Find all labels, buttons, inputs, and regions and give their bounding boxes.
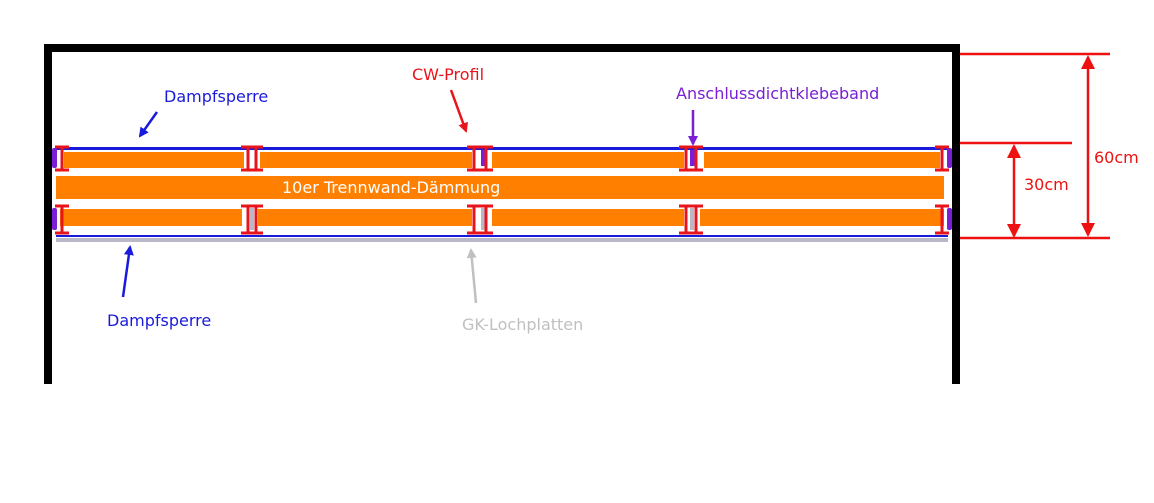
label-dampfsperre-top: Dampfsperre: [164, 87, 268, 106]
insulation-upper-1: [64, 152, 244, 168]
lower-layer: [56, 209, 948, 242]
cw-profile-lower-12: [467, 204, 481, 235]
insulation-lower-1: [60, 209, 242, 226]
wall-right: [952, 44, 960, 384]
label-dampfsperre-bottom: Dampfsperre: [107, 311, 211, 330]
cw-profile-upper-5: [479, 145, 493, 172]
label-dim-60: 60cm: [1094, 148, 1139, 167]
insulation-lower-4: [700, 209, 944, 226]
wall-frame: [44, 44, 960, 384]
gk-joint-3: [481, 208, 485, 230]
cw-profile-upper-1: [55, 145, 69, 172]
gk-joints: [250, 208, 694, 230]
cw-profile-lower-16: [935, 204, 949, 235]
arrow-dampfsperre-top: [138, 111, 159, 138]
tape-right-upper: [947, 148, 952, 168]
insulation-upper-3: [492, 152, 684, 168]
upper-layer: [56, 147, 948, 168]
arrow-cw-profil: [449, 89, 468, 133]
label-dim-30: 30cm: [1024, 175, 1069, 194]
insulation-lower-2: [258, 209, 472, 226]
insulation-middle: [56, 176, 944, 199]
insulation-upper-4: [704, 152, 940, 168]
cw-profile-lower-9: [55, 204, 69, 235]
arrow-dampfsperre-bottom: [121, 245, 134, 298]
label-cw-profil: CW-Profil: [412, 65, 484, 84]
insulation-lower-3: [492, 209, 684, 226]
arrow-gk-lochplatten: [466, 248, 478, 304]
tape-right-lower: [947, 208, 952, 230]
cw-profile-upper-8: [935, 145, 949, 172]
insulation-upper-2: [260, 152, 472, 168]
cw-profile-lower-13: [479, 204, 493, 235]
label-gk-lochplatten: GK-Lochplatten: [462, 315, 583, 334]
cw-profile-lower-15: [689, 204, 703, 235]
tape-joint-upper-3: [481, 150, 486, 166]
gk-joint-2: [250, 208, 254, 230]
cw-profile-upper-7: [689, 145, 703, 172]
sealing-tape: [52, 148, 952, 230]
label-anschluss: Anschlussdichtklebeband: [676, 84, 879, 103]
cw-profile-lower-11: [249, 204, 263, 235]
tape-joint-upper-4: [690, 150, 695, 166]
tape-left-upper: [52, 148, 57, 168]
dimension-lines: [960, 52, 1110, 240]
wall-top: [44, 44, 960, 52]
cw-profile-upper-4: [467, 145, 481, 172]
wall-left: [44, 44, 52, 384]
cw-profile-upper-3: [249, 145, 263, 172]
tape-left-lower: [52, 208, 57, 230]
gk-joint-4: [690, 208, 694, 230]
cw-profiles: [55, 145, 949, 235]
label-insulation: 10er Trennwand-Dämmung: [282, 178, 500, 197]
